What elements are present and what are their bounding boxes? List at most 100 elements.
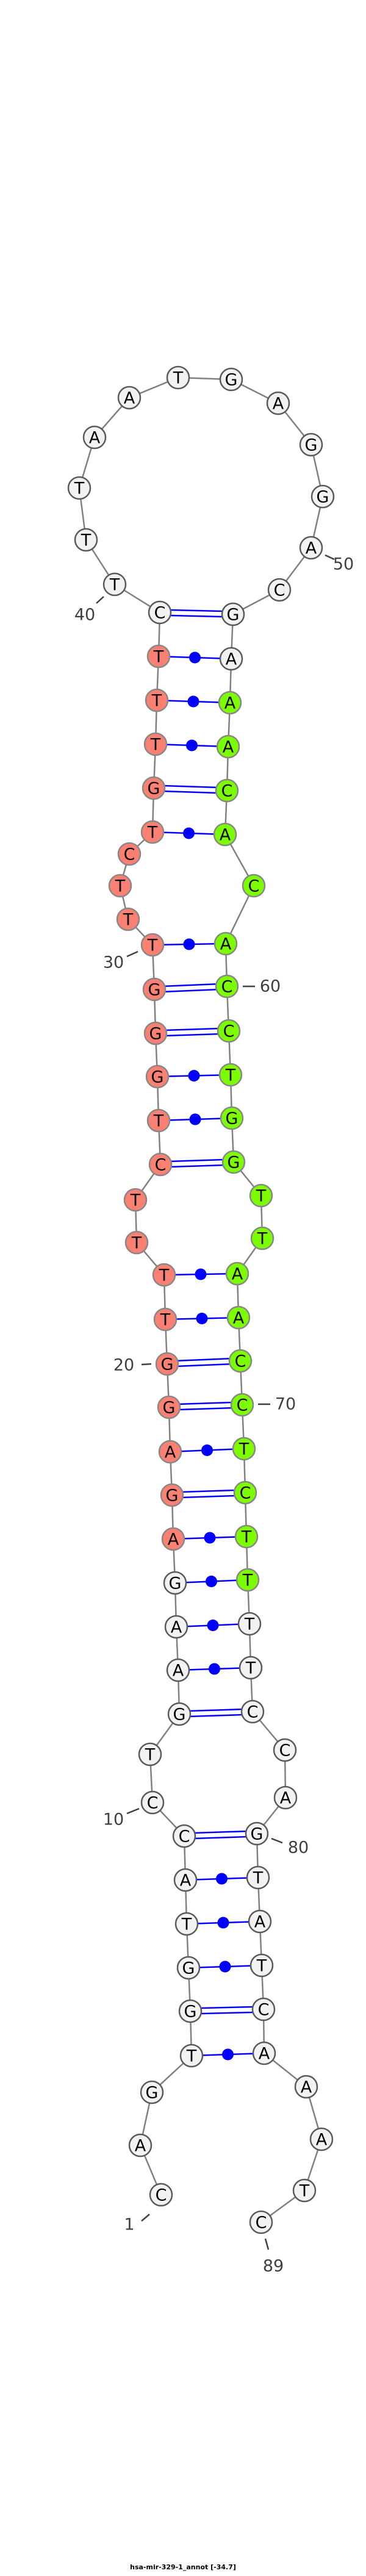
nucleotide-circle <box>228 1349 253 1373</box>
nucleotide-circle <box>143 732 168 756</box>
nucleotide-letter: C <box>154 604 166 623</box>
nucleotide-circle <box>142 977 167 1002</box>
nucleotide-circle <box>140 933 165 957</box>
nucleotide-letter: C <box>235 1352 246 1371</box>
nucleotide-circle <box>218 1063 243 1087</box>
nucleotide-letter: T <box>153 648 164 667</box>
nucleotide-circle <box>157 1395 181 1419</box>
pair-bond-line <box>165 983 216 987</box>
nucleotide-63: G <box>220 1106 244 1130</box>
position-label: 40 <box>74 606 95 625</box>
nucleotide-17: G <box>160 1483 184 1507</box>
nucleotide-39: C <box>148 600 172 625</box>
nucleotide-35: G <box>142 776 166 800</box>
nucleotide-letter: A <box>89 429 101 448</box>
nucleotide-letter: T <box>81 531 92 550</box>
nucleotide-3: G <box>140 2080 164 2104</box>
nucleotide-circle <box>251 1997 276 2022</box>
nucleotide-letter: C <box>147 1794 159 1813</box>
base-pair-15-74 <box>185 1576 237 1587</box>
nucleotide-letter: C <box>221 978 233 997</box>
nucleotide-10: C <box>140 1790 165 1815</box>
nucleotide-84: C <box>251 1997 276 2022</box>
nucleotide-16: A <box>161 1527 185 1551</box>
position-tick <box>126 950 138 958</box>
nucleotide-50: A <box>299 536 323 560</box>
nucleotide-letter: C <box>155 1156 167 1175</box>
nucleotide-letter: T <box>131 1234 142 1253</box>
nucleotide-letter: T <box>74 479 85 498</box>
nucleotide-letter: C <box>156 2186 167 2205</box>
nucleotide-circle <box>82 425 107 450</box>
pair-bond-line <box>195 1835 246 1840</box>
nucleotide-letter: C <box>256 2214 267 2233</box>
nucleotide-circle <box>140 1790 165 1815</box>
nucleotide-letter: T <box>123 911 134 930</box>
nucleotide-letter: A <box>301 2078 312 2097</box>
nucleotide-81: T <box>246 1865 270 1890</box>
nucleotide-letter: C <box>221 782 233 801</box>
nucleotide-circle <box>248 1909 272 1934</box>
nucleotide-letter: A <box>171 1618 182 1637</box>
nucleotide-83: T <box>249 1953 274 1978</box>
position-label: 30 <box>103 953 124 972</box>
nucleotide-circle <box>249 1953 274 1978</box>
pair-bond-dot <box>183 827 195 839</box>
nucleotide-circle <box>309 2127 334 2151</box>
pair-bond-dot <box>183 938 195 950</box>
nucleotide-20: G <box>155 1352 179 1376</box>
nucleotide-circle <box>67 476 92 500</box>
nucleotide-22: T <box>152 1263 176 1287</box>
nucleotide-circle <box>235 1568 260 1592</box>
nucleotide-61: C <box>217 1019 241 1043</box>
nucleotide-68: A <box>226 1305 251 1330</box>
nucleotide-73: T <box>234 1524 259 1549</box>
base-pair-21-68 <box>176 1313 228 1324</box>
nucleotide-letter: G <box>169 1574 182 1593</box>
pair-bond-line <box>167 1033 218 1037</box>
base-pair-19-70 <box>179 1401 232 1411</box>
nucleotide-letter: A <box>165 1443 176 1462</box>
nucleotide-letter: G <box>305 436 318 455</box>
nucleotide-circle <box>267 578 292 602</box>
position-label: 70 <box>275 1395 296 1414</box>
nucleotide-30: T <box>140 933 165 957</box>
nucleotide-circle <box>294 2075 318 2099</box>
pair-bond-line <box>171 1164 223 1168</box>
nucleotide-65: T <box>249 1183 273 1208</box>
nucleotide-circle <box>138 1742 162 1767</box>
nucleotide-circle <box>164 1615 188 1639</box>
nucleotide-circle <box>237 1612 262 1636</box>
nucleotide-2: A <box>128 2133 152 2158</box>
nucleotide-58: C <box>242 874 266 898</box>
position-tick <box>96 596 104 604</box>
nucleotide-40: T <box>102 572 127 597</box>
nucleotide-letter: A <box>224 694 236 713</box>
position-tick <box>126 1807 140 1815</box>
pair-bond-line <box>179 1401 231 1405</box>
nucleotide-circle <box>167 1702 192 1726</box>
nucleotide-circle <box>234 1524 259 1549</box>
nucleotide-circle <box>140 2080 164 2104</box>
nucleotide-circle <box>221 1150 246 1174</box>
nucleotide-42: T <box>67 476 92 500</box>
nucleotide-letter: T <box>245 1659 256 1678</box>
base-pair-9-80 <box>195 1830 246 1840</box>
nucleotide-letter: G <box>225 371 238 390</box>
nucleotide-letter: G <box>184 2003 197 2022</box>
nucleotide-circle <box>242 874 266 898</box>
nucleotide-circle <box>124 1230 149 1255</box>
pair-bond-dot <box>209 1663 220 1675</box>
nucleotide-circle <box>299 536 323 560</box>
nucleotide-circle <box>266 391 290 415</box>
nucleotide-25: C <box>148 1152 173 1177</box>
nucleotide-letter: T <box>147 936 158 955</box>
nucleotide-circle <box>214 931 238 956</box>
position-label: 80 <box>288 1839 309 1857</box>
nucleotide-circle <box>176 1956 201 1980</box>
nucleotide-circle <box>148 1152 173 1177</box>
position-tick <box>264 2238 270 2250</box>
nucleotide-circle <box>166 1658 190 1682</box>
nucleotide-circle <box>142 776 166 800</box>
nucleotide-letter: G <box>161 1355 174 1374</box>
